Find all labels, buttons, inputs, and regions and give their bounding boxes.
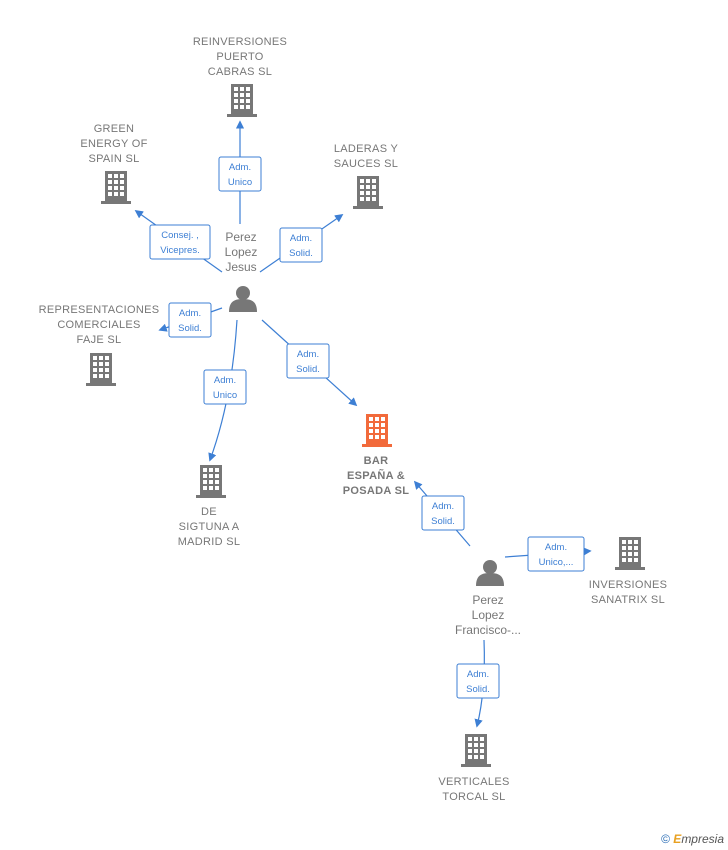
person-label-line: Lopez — [225, 245, 258, 259]
company-label-line: ENERGY OF — [80, 138, 147, 150]
building-icon — [101, 171, 131, 204]
role-line-2: Solid. — [296, 364, 320, 375]
role-box-sigtuna[interactable]: Adm. Unico — [203, 369, 247, 405]
company-node-sigtuna[interactable]: DE SIGTUNA A MADRID SL — [178, 465, 241, 548]
role-box-verticales[interactable]: Adm. Solid. — [456, 663, 500, 699]
company-node-inversiones[interactable]: INVERSIONES SANATRIX SL — [589, 537, 668, 606]
building-icon — [353, 176, 383, 209]
company-label-line: PUERTO — [216, 51, 263, 63]
company-node-green[interactable]: GREEN ENERGY OF SPAIN SL — [80, 123, 147, 204]
person-node-jesus[interactable]: Perez Lopez Jesus — [225, 230, 258, 312]
role-line-1: Adm. — [214, 375, 236, 386]
company-label-line: BAR — [364, 455, 389, 467]
company-label-line: CABRAS SL — [208, 66, 272, 78]
building-icon-main — [362, 414, 392, 447]
footer-brand[interactable]: © Empresia — [661, 832, 724, 846]
building-icon — [86, 353, 116, 386]
person-icon — [229, 286, 257, 312]
role-line-2: Solid. — [289, 248, 313, 259]
company-node-representaciones[interactable]: REPRESENTACIONES COMERCIALES FAJE SL — [39, 304, 160, 386]
company-label-line: POSADA SL — [343, 485, 409, 497]
role-line-1: Adm. — [290, 233, 312, 244]
role-box-green[interactable]: Consej. , Vicepres. — [149, 224, 211, 260]
role-line-2: Solid. — [178, 323, 202, 334]
company-label-line: GREEN — [94, 123, 135, 135]
companies: REINVERSIONES PUERTO CABRAS SL GREEN ENE… — [39, 36, 668, 803]
company-node-verticales[interactable]: VERTICALES TORCAL SL — [438, 734, 509, 803]
company-label-line: INVERSIONES — [589, 579, 668, 591]
role-box-reinversiones[interactable]: Adm. Unico — [218, 156, 262, 192]
person-label-line: Lopez — [472, 608, 505, 622]
company-label-line: ESPAÑA & — [347, 469, 405, 482]
company-node-bar[interactable]: BAR ESPAÑA & POSADA SL — [343, 414, 409, 497]
company-label-line: FAJE SL — [77, 334, 122, 346]
company-label-line: SAUCES SL — [334, 158, 398, 170]
company-label-line: TORCAL SL — [442, 791, 505, 803]
copyright-icon: © — [661, 832, 670, 846]
edges — [134, 120, 592, 728]
building-icon — [196, 465, 226, 498]
role-box-representaciones[interactable]: Adm. Solid. — [168, 302, 212, 338]
company-label-line: COMERCIALES — [57, 319, 140, 331]
person-node-francisco[interactable]: Perez Lopez Francisco-... — [455, 560, 521, 637]
person-label-line: Francisco-... — [455, 623, 521, 637]
role-line-1: Adm. — [297, 349, 319, 360]
company-label-line: SPAIN SL — [88, 153, 139, 165]
role-line-1: Adm. — [229, 162, 251, 173]
role-line-2: Solid. — [431, 516, 455, 527]
building-icon — [461, 734, 491, 767]
brand-name: mpresia — [681, 832, 724, 846]
role-box-bar-jesus[interactable]: Adm. Solid. — [286, 343, 330, 379]
company-label-line: SANATRIX SL — [591, 594, 665, 606]
company-node-reinversiones[interactable]: REINVERSIONES PUERTO CABRAS SL — [193, 36, 287, 117]
company-label-line: MADRID SL — [178, 536, 241, 548]
role-line-2: Vicepres. — [160, 245, 199, 256]
brand-logo-e: E — [673, 832, 682, 846]
persons: Perez Lopez Jesus Perez Lopez Francisco-… — [225, 230, 521, 637]
role-line-2: Solid. — [466, 684, 490, 695]
role-line-1: Consej. , — [161, 230, 199, 241]
person-label-line: Perez — [225, 230, 256, 244]
building-icon — [615, 537, 645, 570]
company-label-line: REPRESENTACIONES — [39, 304, 160, 316]
role-box-inversiones[interactable]: Adm. Unico,... — [527, 536, 585, 572]
role-line-1: Adm. — [179, 308, 201, 319]
person-label-line: Jesus — [225, 260, 256, 274]
company-node-laderas[interactable]: LADERAS Y SAUCES SL — [334, 143, 399, 209]
role-line-1: Adm. — [432, 501, 454, 512]
building-icon — [227, 84, 257, 117]
company-label-line: SIGTUNA A — [179, 521, 240, 533]
company-label-line: VERTICALES — [438, 776, 509, 788]
role-line-2: Unico,... — [539, 557, 574, 568]
person-icon — [476, 560, 504, 586]
role-box-laderas[interactable]: Adm. Solid. — [279, 227, 323, 263]
role-boxes: Adm. Unico Consej. , Vicepres. Adm. Soli… — [149, 156, 585, 699]
company-label-line: LADERAS Y — [334, 143, 399, 155]
role-line-2: Unico — [213, 390, 237, 401]
role-line-1: Adm. — [467, 669, 489, 680]
role-line-2: Unico — [228, 177, 252, 188]
company-label-line: REINVERSIONES — [193, 36, 287, 48]
role-box-bar-francisco[interactable]: Adm. Solid. — [421, 495, 465, 531]
role-line-1: Adm. — [545, 542, 567, 553]
company-label-line: DE — [201, 506, 217, 518]
person-label-line: Perez — [472, 593, 503, 607]
